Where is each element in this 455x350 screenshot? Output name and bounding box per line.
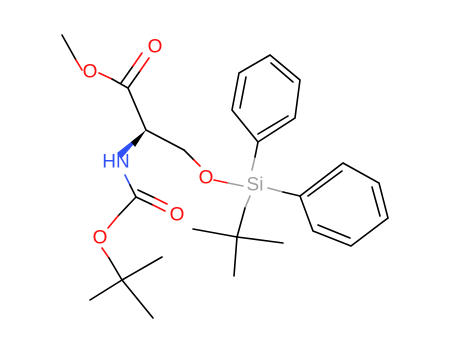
bond-si-ph1 xyxy=(254,141,259,158)
phenyl-right-inner-1 xyxy=(307,170,343,197)
bond-ch2-o xyxy=(183,149,195,161)
bond-boc-c-o xyxy=(117,196,137,217)
bond-boc-double-a-red xyxy=(152,204,166,212)
bond-o-carbonyl-red xyxy=(98,72,113,80)
bond-boc-double-b xyxy=(137,189,156,199)
bond-boc-c-o-red xyxy=(107,215,119,229)
bond-si-tbu-me1 xyxy=(192,228,238,238)
bond-si-ph2-grey xyxy=(267,187,284,193)
phenyl-upper-inner-2 xyxy=(270,62,294,83)
bond-boc-double-a xyxy=(135,196,154,206)
bond-si-ph1-grey xyxy=(251,156,256,171)
bond-si-tbu-grey xyxy=(244,195,251,209)
bond-n-c xyxy=(129,184,137,198)
phenyl-right-inner-3 xyxy=(317,224,351,239)
bond-si-tbu-me3 xyxy=(233,236,238,277)
phenyl-right-inner-2 xyxy=(371,186,381,217)
bond-alpha-ch2 xyxy=(145,129,185,151)
bond-tbu-me3 xyxy=(121,256,163,281)
bond-carbonyl-alpha xyxy=(127,87,147,131)
bond-carbonyl-double-b-red xyxy=(132,52,143,67)
bond-o-tbu-red xyxy=(101,247,110,259)
bond-carbonyl-double-b xyxy=(120,65,134,84)
bond-o-carbonyl xyxy=(111,78,129,89)
atom-o-boc-carbonyl: O xyxy=(170,205,185,226)
bond-o-si-red xyxy=(213,179,229,184)
stereo-wedge-base xyxy=(131,130,146,147)
atom-silicon: Si xyxy=(247,175,264,196)
phenyl-upper-inner-3 xyxy=(257,115,289,135)
atom-o-boc-ester: O xyxy=(93,228,108,249)
atom-o-silyl-ether: O xyxy=(199,168,214,189)
phenyl-ring-upper xyxy=(231,54,301,144)
phenyl-ring-right xyxy=(299,162,389,247)
bond-o-si-grey xyxy=(227,182,244,187)
bond-tbu-me2 xyxy=(121,279,154,319)
atom-o-ester-carbonyl: O xyxy=(148,37,163,58)
bond-methyl-o-red xyxy=(75,59,83,71)
bond-carbonyl-double-a-red xyxy=(139,57,150,72)
bond-o-tbu xyxy=(108,257,123,281)
bond-tbu-me1 xyxy=(89,279,123,301)
bond-si-tbu-me2 xyxy=(236,236,284,244)
bond-carbonyl-double-a xyxy=(127,70,141,89)
atom-nh: HN xyxy=(102,152,129,173)
phenyl-upper-inner-1 xyxy=(239,76,247,109)
atom-o-ester-methoxy: O xyxy=(83,62,98,83)
bond-methyl-o xyxy=(61,34,77,61)
bond-si-ph2 xyxy=(282,191,301,197)
bond-si-tbu xyxy=(236,207,246,238)
bond-ch2-o-red xyxy=(193,159,201,167)
bond-n-c-blue xyxy=(124,174,131,186)
bond-boc-double-b-red xyxy=(154,197,168,205)
